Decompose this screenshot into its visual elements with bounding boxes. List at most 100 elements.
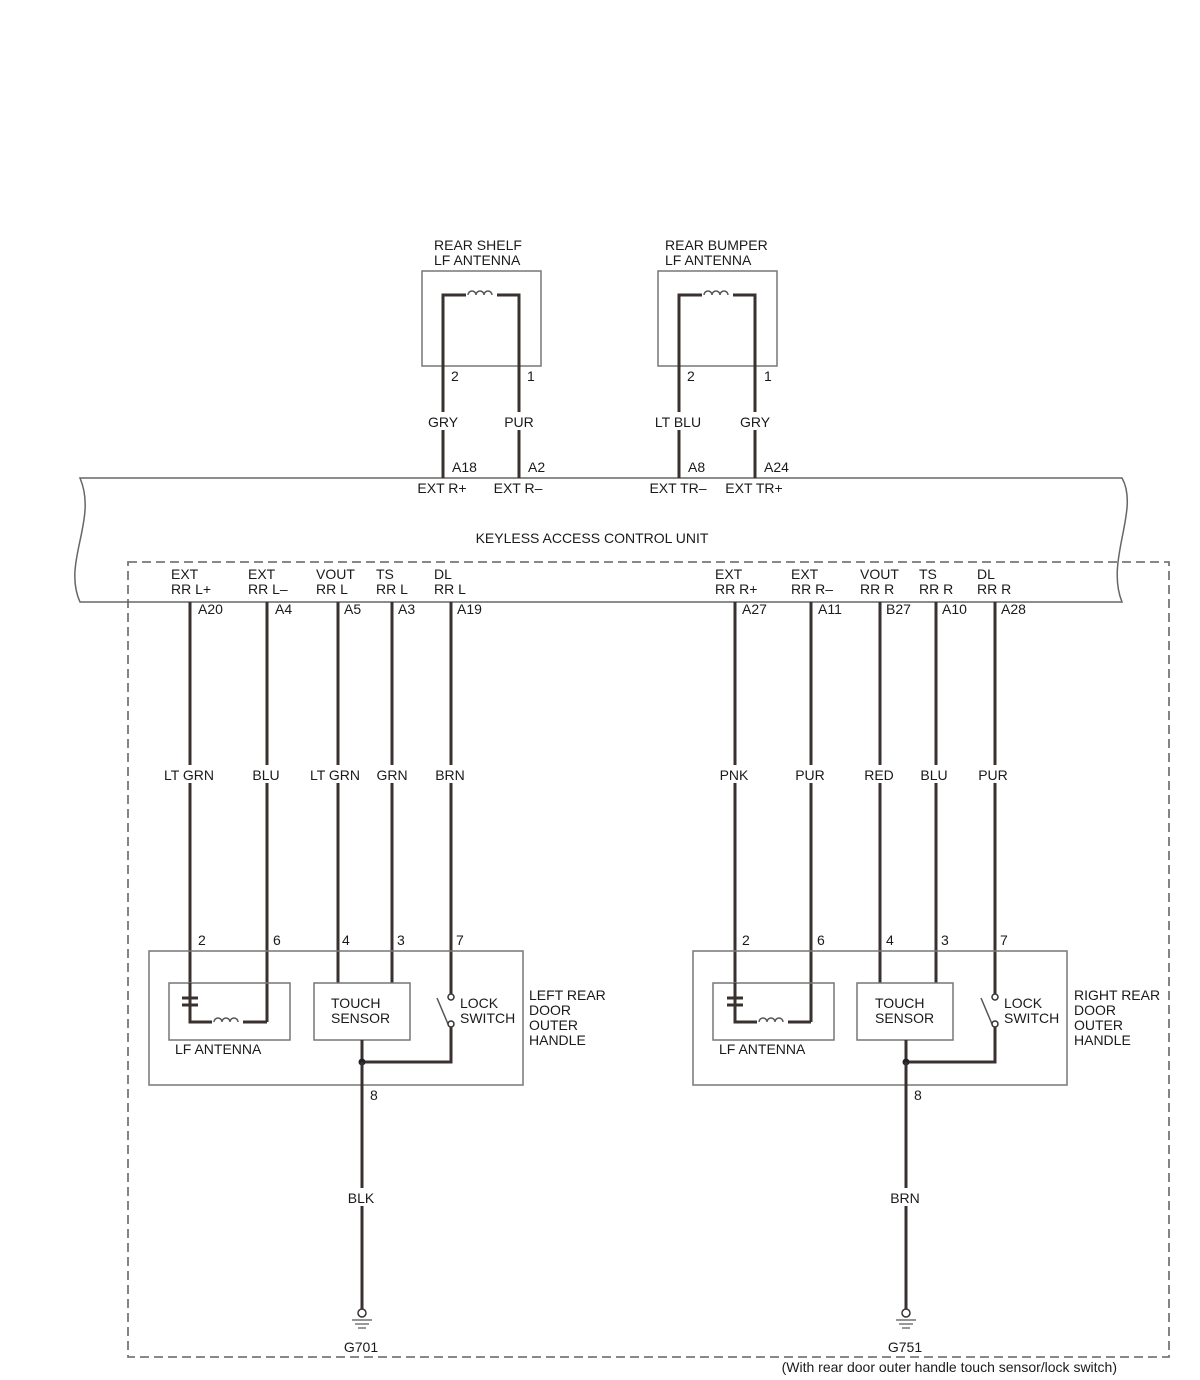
right-wire-2-signal-line2: RR R–	[791, 581, 833, 597]
control-unit-body	[74, 477, 1128, 603]
right-wire-5-terminal: A28	[1001, 601, 1026, 617]
left-wire-4-signal-line2: RR L	[376, 581, 408, 597]
right-wire-5-signal-line2: RR R	[977, 581, 1011, 597]
left-lock-switch-contact-bottom	[447, 1020, 455, 1028]
right-handle-title-line2: DOOR	[1074, 1002, 1116, 1018]
left-handle-title-line1: LEFT REAR	[529, 987, 606, 1003]
left-ground-pin: 8	[370, 1087, 378, 1103]
left-lock-switch-icon	[436, 997, 449, 1025]
rear-bumper-wire-right-color: GRY	[740, 414, 771, 430]
rear-shelf-pin-right: 1	[527, 368, 535, 384]
right-wire-2-pin: 6	[817, 932, 825, 948]
left-wire-5-signal-line1: DL	[434, 566, 452, 582]
left-wire-3-signal-line2: RR L	[316, 581, 348, 597]
right-touch-sensor-line2: SENSOR	[875, 1010, 934, 1026]
left-ground-name: G701	[344, 1339, 378, 1355]
rear-shelf-antenna-box	[421, 270, 542, 367]
left-wire-1-signal-line2: RR L+	[171, 581, 211, 597]
left-wire-1-terminal: A20	[198, 601, 223, 617]
left-wire-2-terminal: A4	[275, 601, 292, 617]
left-lf-antenna-box	[168, 982, 291, 1041]
left-touch-sensor-line1: TOUCH	[331, 995, 381, 1011]
right-handle-box	[692, 950, 1068, 1086]
right-ground-icon	[896, 1308, 916, 1329]
right-wire-3-signal-line2: RR R	[860, 581, 894, 597]
right-wire-1-color: PNK	[720, 767, 749, 783]
rear-bumper-title-line1: REAR BUMPER	[665, 237, 768, 253]
right-wire-5-signal-line1: DL	[977, 566, 995, 582]
right-wire-1-terminal: A27	[742, 601, 767, 617]
right-wire-2-terminal: A11	[818, 601, 842, 617]
rear-shelf-wire-right-color: PUR	[504, 414, 534, 430]
right-wire-2-color: PUR	[795, 767, 825, 783]
left-ground-icon	[352, 1308, 372, 1329]
right-lock-switch-line1: LOCK	[1004, 995, 1043, 1011]
right-wire-3-terminal: B27	[886, 601, 911, 617]
right-wire-5-pin: 7	[1000, 932, 1008, 948]
left-lock-switch-line1: LOCK	[460, 995, 499, 1011]
rear-bumper-title-line2: LF ANTENNA	[665, 252, 752, 268]
control-unit-name: KEYLESS ACCESS CONTROL UNIT	[476, 530, 709, 546]
left-wire-2-color: BLU	[252, 767, 279, 783]
right-lf-coil-icon	[758, 1017, 784, 1023]
left-wire-3-signal-line1: VOUT	[316, 566, 355, 582]
left-handle-title-line4: HANDLE	[529, 1032, 586, 1048]
right-wire-1-pin: 2	[742, 932, 750, 948]
right-ground-wire-color: BRN	[890, 1190, 920, 1206]
rear-bumper-antenna: REAR BUMPER LF ANTENNA 2 1 LT BLU GRY A8…	[649, 237, 789, 496]
right-wire-4-signal-line1: TS	[919, 566, 937, 582]
left-wire-1-pin: 2	[198, 932, 206, 948]
left-wire-4-signal-line1: TS	[376, 566, 394, 582]
left-wire-5-terminal: A19	[457, 601, 482, 617]
left-wire-4-color: GRN	[376, 767, 407, 783]
right-wire-5-color: PUR	[978, 767, 1008, 783]
right-wire-3-pin: 4	[886, 932, 894, 948]
rear-shelf-signal-left: EXT R+	[417, 480, 466, 496]
rear-bumper-pin-right: 1	[764, 368, 772, 384]
rear-shelf-wire-left-color: GRY	[428, 414, 459, 430]
left-lock-switch-line2: SWITCH	[460, 1010, 515, 1026]
right-wire-1-signal-line1: EXT	[715, 566, 743, 582]
right-wire-1-signal-line2: RR R+	[715, 581, 757, 597]
rear-shelf-pin-left: 2	[451, 368, 459, 384]
left-wire-2-signal-line1: EXT	[248, 566, 276, 582]
right-wire-3-signal-line1: VOUT	[860, 566, 899, 582]
right-lock-switch-contact-top	[991, 993, 999, 1001]
rear-bumper-signal-right: EXT TR+	[725, 480, 782, 496]
right-handle-title-line1: RIGHT REAR	[1074, 987, 1160, 1003]
right-wire-3-color: RED	[864, 767, 894, 783]
rear-bumper-terminal-right: A24	[764, 459, 789, 475]
left-lock-switch-contact-top	[447, 993, 455, 1001]
left-wire-1-signal-line1: EXT	[171, 566, 199, 582]
rear-bumper-wire-left-color: LT BLU	[655, 414, 701, 430]
left-capacitor-icon	[182, 983, 267, 1024]
left-wire-1-color: LT GRN	[164, 767, 214, 783]
rear-bumper-coil-loops	[703, 290, 729, 296]
right-wire-4-signal-line2: RR R	[919, 581, 953, 597]
rear-shelf-title-line2: LF ANTENNA	[434, 252, 521, 268]
right-lock-switch-contact-bottom	[991, 1020, 999, 1028]
left-wire-5-pin: 7	[456, 932, 464, 948]
right-lf-antenna-box	[712, 982, 835, 1041]
right-handle-title-line3: OUTER	[1074, 1017, 1123, 1033]
rear-shelf-title-line1: REAR SHELF	[434, 237, 522, 253]
left-handle-title-line3: OUTER	[529, 1017, 578, 1033]
left-handle-title-line2: DOOR	[529, 1002, 571, 1018]
right-touch-sensor-line1: TOUCH	[875, 995, 925, 1011]
rear-shelf-signal-right: EXT R–	[494, 480, 543, 496]
right-ground-name: G751	[888, 1339, 922, 1355]
left-lf-antenna-label: LF ANTENNA	[175, 1041, 262, 1057]
left-wire-3-pin: 4	[342, 932, 350, 948]
rear-bumper-pin-left: 2	[687, 368, 695, 384]
left-wire-5-signal-line2: RR L	[434, 581, 466, 597]
left-wire-3-color: LT GRN	[310, 767, 360, 783]
right-ground-pin: 8	[914, 1087, 922, 1103]
left-handle-box	[148, 950, 524, 1086]
right-wire-4-terminal: A10	[942, 601, 967, 617]
rear-shelf-terminal-left: A18	[452, 459, 477, 475]
rear-bumper-coil-icon	[677, 293, 757, 366]
right-handle-title-line4: HANDLE	[1074, 1032, 1131, 1048]
rear-bumper-signal-left: EXT TR–	[649, 480, 706, 496]
left-wire-5-color: BRN	[435, 767, 465, 783]
